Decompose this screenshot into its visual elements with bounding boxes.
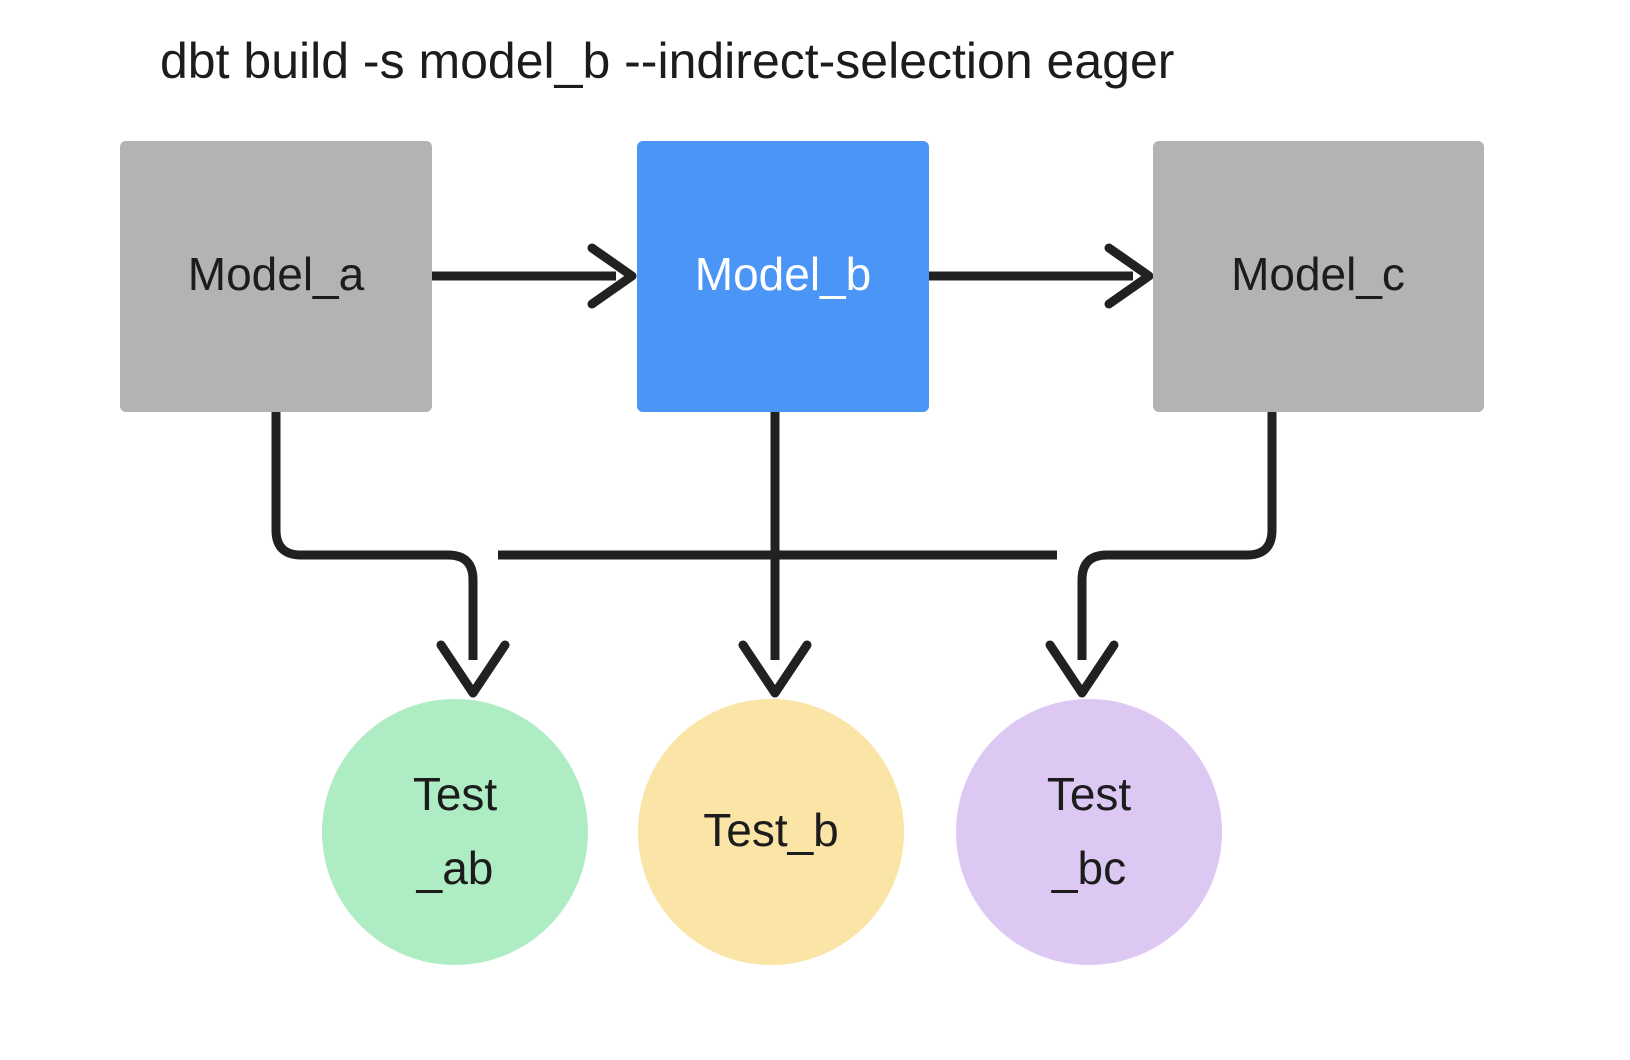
test-bc-label-line2: _bc [1051, 842, 1126, 894]
edge-model-b-to-model-c [928, 243, 1154, 309]
test-ab-label-line2: _ab [416, 842, 494, 894]
arrowhead-into-test-b [738, 640, 812, 698]
edge-model-a-to-test-ab [271, 412, 478, 660]
edge-model-a-to-model-b [432, 243, 637, 309]
model-a-shape[interactable] [120, 141, 432, 412]
node-test-b[interactable]: Test_b [638, 699, 904, 965]
diagram-title: dbt build -s model_b --indirect-selectio… [160, 33, 1174, 89]
test-bc-shape[interactable] [956, 699, 1222, 965]
test-b-shape[interactable] [638, 699, 904, 965]
node-model-c[interactable]: Model_c [1153, 141, 1484, 412]
arrowhead-into-test-ab [436, 640, 510, 698]
test-b-label-line1: Test_b [703, 804, 839, 856]
model-b-shape[interactable] [637, 141, 929, 412]
model-b-label: Model_b [695, 248, 871, 300]
test-ab-label-line1: Test [413, 768, 498, 820]
test-bc-label-line1: Test [1047, 768, 1132, 820]
node-model-b[interactable]: Model_b [637, 141, 929, 412]
edge-model-c-to-test-bc [1077, 412, 1277, 660]
model-c-label: Model_c [1231, 248, 1405, 300]
node-test-ab[interactable]: Test _ab [322, 699, 588, 965]
node-test-bc[interactable]: Test _bc [956, 699, 1222, 965]
test-ab-shape[interactable] [322, 699, 588, 965]
node-model-a[interactable]: Model_a [120, 141, 432, 412]
model-c-shape[interactable] [1153, 141, 1484, 412]
model-a-label: Model_a [188, 248, 365, 300]
arrowhead-into-test-bc [1045, 640, 1119, 698]
